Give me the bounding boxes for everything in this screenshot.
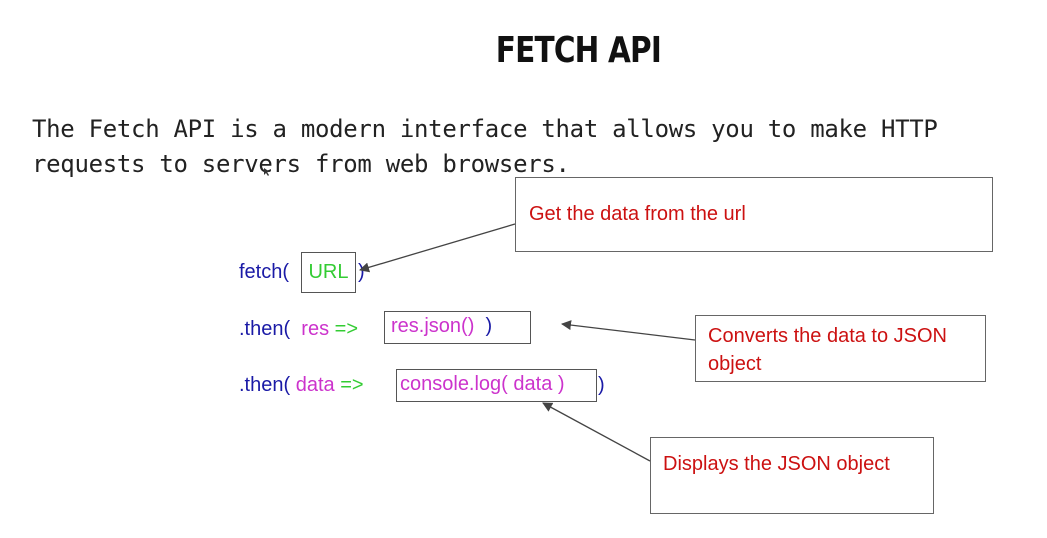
arrow-to-res-json <box>561 320 696 341</box>
page-title: FETCH API <box>495 30 662 71</box>
fetch-keyword: fetch( <box>239 261 290 283</box>
res-json-call: res.json() <box>391 315 475 337</box>
url-argument: URL <box>308 261 349 283</box>
data-param: data <box>295 374 335 396</box>
res-param: res <box>301 318 330 340</box>
note-converts-text: Converts the data to JSON object <box>708 325 948 375</box>
res-json-box: res.json() ) <box>384 311 531 344</box>
url-box: URL <box>301 252 356 293</box>
code-line-fetch: fetch( <box>239 258 289 286</box>
note-get-data-text: Get the data from the url <box>529 203 746 225</box>
then-keyword: .then( <box>239 318 291 340</box>
note-get-data: Get the data from the url <box>515 177 993 252</box>
then-close-paren: ) <box>598 374 605 396</box>
arrow-to-console-log <box>542 402 651 462</box>
arrow-operator: => <box>340 374 364 396</box>
console-log-box: console.log( data ) <box>396 369 597 402</box>
then-close-paren: ) <box>485 315 493 337</box>
then-keyword: .then( <box>239 374 291 396</box>
code-line-then-res: .then( res => <box>239 315 358 343</box>
code-line-then-data: .then( data => <box>239 371 364 399</box>
note-displays: Displays the JSON object <box>650 437 934 514</box>
intro-text: The Fetch API is a modern interface that… <box>32 115 938 178</box>
arrow-operator: => <box>334 318 358 340</box>
note-displays-text: Displays the JSON object <box>663 453 890 475</box>
arrow-to-url <box>359 223 516 273</box>
console-log-call: console.log( data ) <box>400 373 565 395</box>
note-converts: Converts the data to JSON object <box>695 315 986 382</box>
mouse-cursor-icon <box>264 168 270 176</box>
